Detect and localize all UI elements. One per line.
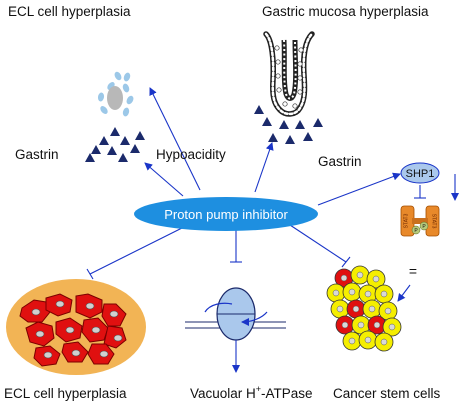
inhibit-stem (289, 224, 347, 263)
atpase-pump-icon (185, 287, 286, 373)
arrow-to-shp1 (317, 172, 401, 206)
ppi-node: Proton pump inhibitor (134, 197, 318, 231)
label-ecl-bottom: ECL cell hyperplasia (4, 386, 127, 401)
arrow-to-gastrin-right (254, 142, 274, 193)
phospho-right: P (422, 224, 426, 230)
ecl-hyperplasia-icon (6, 279, 146, 375)
stem-cell-nuclei (332, 271, 396, 346)
label-gastric-mucosa: Gastric mucosa hyperplasia (262, 4, 429, 19)
inhibit-stem-bar (341, 256, 351, 268)
label-hypoacidity: Hypoacidity (156, 147, 226, 162)
stat3-right-label: STAT3 (431, 214, 437, 229)
gastrin-triangles-left (85, 127, 145, 162)
inhibit-ecl-bottom-bar (86, 268, 94, 280)
arrow-to-ecl-cell (149, 87, 201, 191)
gland-cell-bodies (274, 45, 304, 109)
ecl-nucleus (107, 86, 123, 110)
vacuolar-sup: + (256, 384, 261, 394)
gastric-gland-icon (263, 31, 315, 117)
shp1-inhibit-stat3 (414, 185, 426, 199)
ppi-label: Proton pump inhibitor (164, 207, 288, 222)
gastrin-triangles-right (254, 105, 323, 144)
inhibit-ecl-bottom (89, 223, 191, 275)
label-gastrin-right: Gastrin (318, 154, 362, 169)
vacuolar-suffix: -ATPase (261, 386, 313, 401)
cancer-stem-cells-icon (326, 265, 402, 352)
label-gastrin-left: Gastrin (15, 147, 59, 162)
equals-sign: = (409, 263, 417, 279)
shp1-label: SHP1 (406, 168, 435, 180)
vacuolar-prefix: Vacuolar H (190, 386, 256, 401)
label-cancer-stem: Cancer stem cells (333, 386, 441, 401)
stat3-dimer-icon: STAT3 STAT3 P P (400, 205, 440, 237)
arrow-to-gastrin-left (144, 162, 184, 197)
connector-arrows (86, 87, 459, 302)
granule-group (97, 71, 134, 117)
stat3-left-label: STAT3 (404, 213, 410, 228)
label-ecl-top: ECL cell hyperplasia (8, 4, 131, 19)
shp1-node: SHP1 (400, 162, 440, 184)
phospho-left: P (414, 228, 418, 234)
label-vacuolar-atpase: Vacuolar H+-ATPase (190, 384, 313, 401)
arrow-equals-to-stem (397, 284, 411, 302)
ecl-nuclei (31, 300, 123, 359)
ecl-cell-icon (97, 71, 134, 117)
